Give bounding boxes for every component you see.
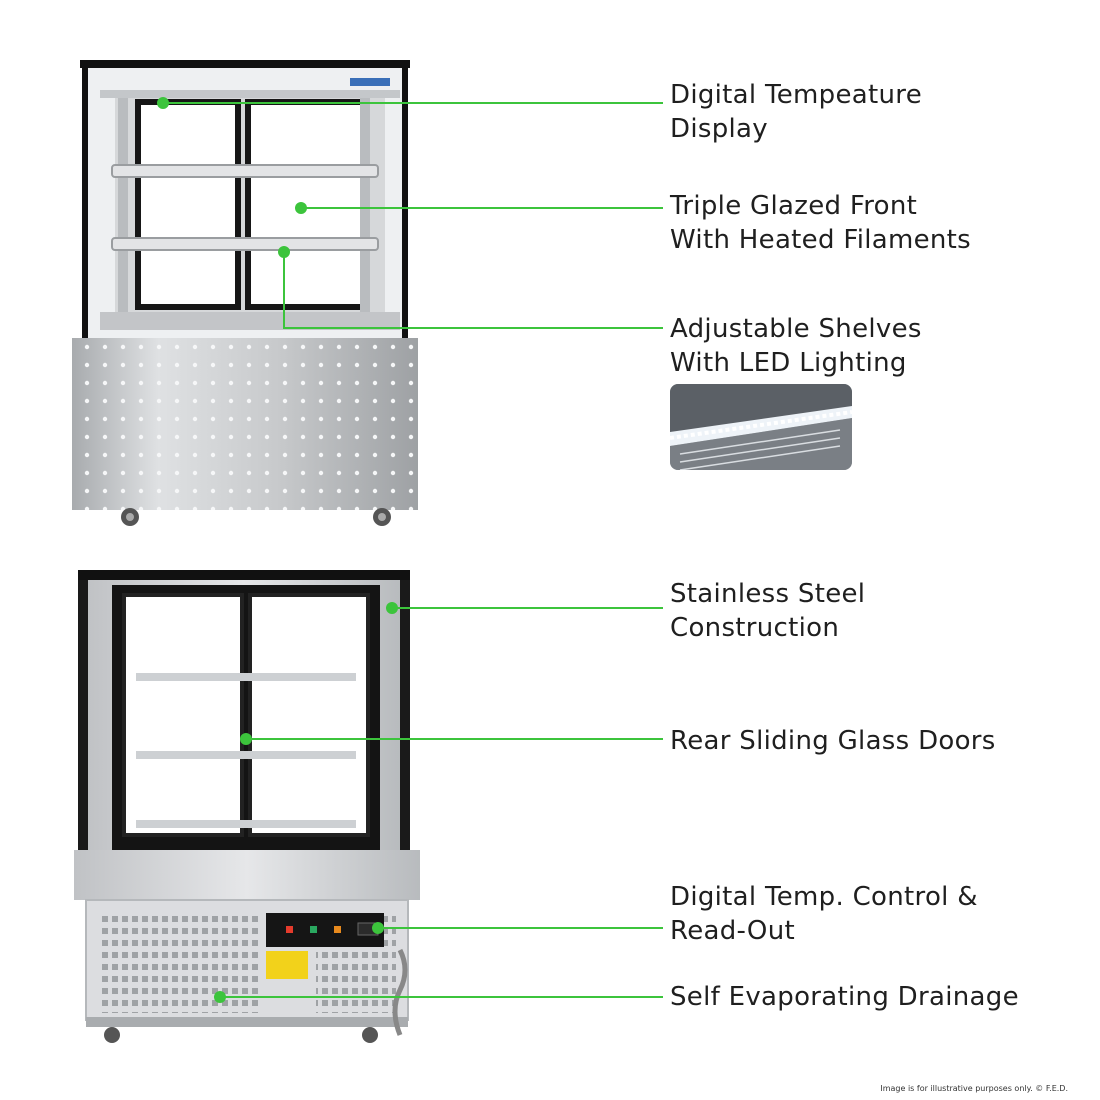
callout-line-rear-doors xyxy=(246,738,663,740)
feature-adjustable-shelves: Adjustable Shelves With LED Lighting xyxy=(670,312,922,380)
callout-line-shelves xyxy=(283,327,663,329)
feature-adjustable-shelves-line-2: With LED Lighting xyxy=(670,348,907,378)
feature-temp-display-line-1: Digital Tempeature xyxy=(670,80,922,110)
feature-stainless-steel: Stainless Steel Construction xyxy=(670,577,865,645)
led-lighting-inset-image xyxy=(670,384,852,470)
feature-rear-doors-line-1: Rear Sliding Glass Doors xyxy=(670,726,996,756)
callout-line-stainless xyxy=(392,607,663,609)
callout-line-drainage xyxy=(220,996,663,998)
feature-stainless-steel-line-1: Stainless Steel xyxy=(670,579,866,609)
callout-line-temp-display xyxy=(163,102,663,104)
feature-triple-glazed-line-2: With Heated Filaments xyxy=(670,225,972,255)
feature-triple-glazed: Triple Glazed Front With Heated Filament… xyxy=(670,189,971,257)
disclaimer-text: Image is for illustrative purposes only.… xyxy=(880,1084,1068,1093)
feature-drainage-line-1: Self Evaporating Drainage xyxy=(670,982,1019,1012)
feature-stainless-steel-line-2: Construction xyxy=(670,613,840,643)
feature-temp-control-line-2: Read-Out xyxy=(670,916,795,946)
callout-line-triple-glazed xyxy=(301,207,663,209)
feature-temp-display: Digital Tempeature Display xyxy=(670,78,922,146)
feature-drainage: Self Evaporating Drainage xyxy=(670,980,1019,1014)
feature-temp-control: Digital Temp. Control & Read-Out xyxy=(670,880,978,948)
feature-rear-doors: Rear Sliding Glass Doors xyxy=(670,724,996,758)
callout-line-temp-control xyxy=(378,927,663,929)
feature-temp-control-line-1: Digital Temp. Control & xyxy=(670,882,978,912)
feature-triple-glazed-line-1: Triple Glazed Front xyxy=(670,191,918,221)
front-view-cabinet xyxy=(72,60,418,526)
rear-view-cabinet xyxy=(74,570,420,1043)
feature-temp-display-line-2: Display xyxy=(670,114,768,144)
feature-adjustable-shelves-line-1: Adjustable Shelves xyxy=(670,314,922,344)
callout-vline-shelves xyxy=(283,252,285,328)
